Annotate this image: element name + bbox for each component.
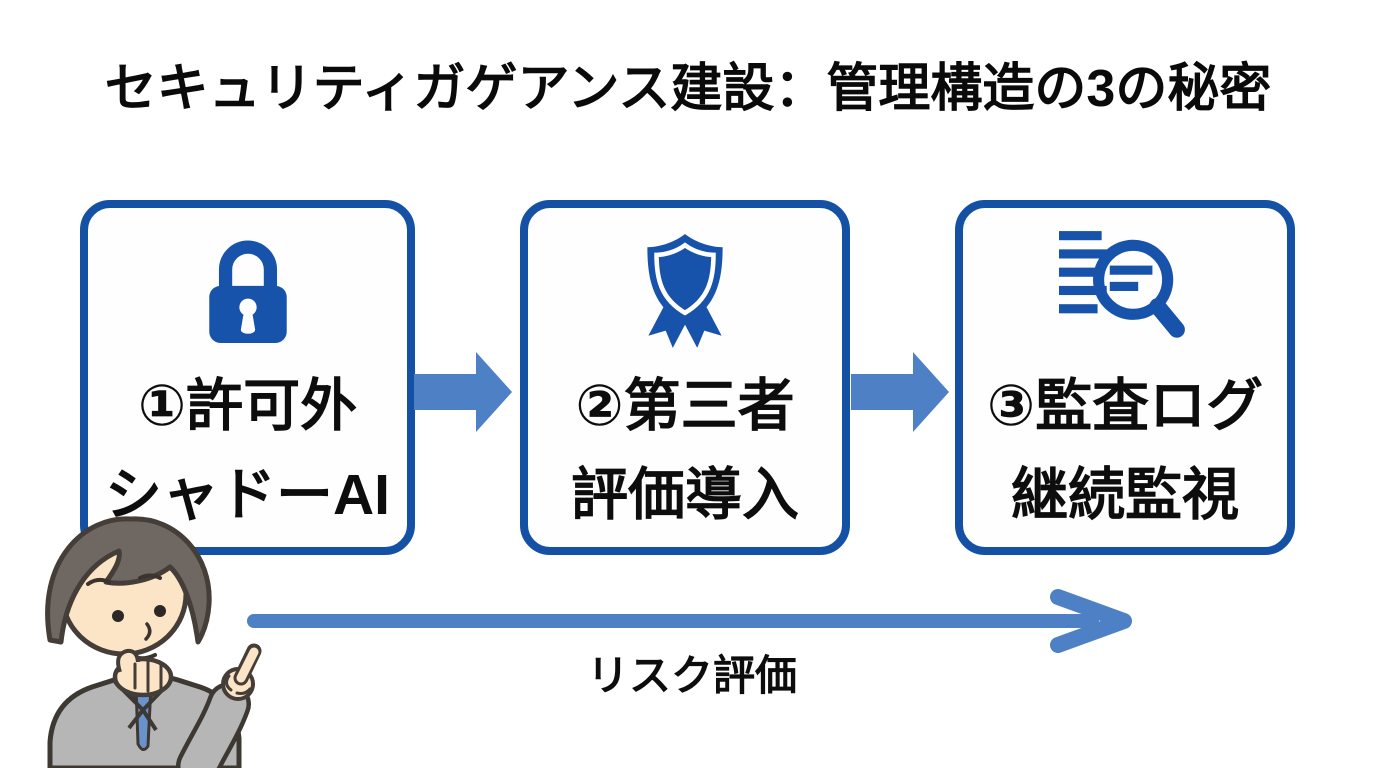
step-2-label: ②第三者 評価導入: [571, 362, 799, 540]
page-title: セキュリティガゲアンス建設：管理構造の3の秘密: [104, 60, 1272, 118]
flow-arrow-1: [414, 352, 512, 432]
step-2-line-2: 評価導入: [571, 462, 799, 527]
step-3-line-2: 継続監視: [1010, 462, 1239, 527]
step-1-label: ①許可外 シャドーAI: [105, 362, 390, 540]
step-2-line-1: ②第三者: [575, 374, 795, 438]
lock-icon: [207, 230, 289, 354]
step-card-2: ②第三者 評価導入: [520, 200, 850, 555]
step-3-line-1: ③監査ログ: [986, 374, 1264, 438]
award-shield-icon: [639, 230, 731, 354]
step-1-line-1: ①許可外: [137, 374, 358, 438]
step-card-3: ③監査ログ 継続監視: [955, 200, 1295, 555]
step-card-1: ①許可外 シャドーAI: [80, 200, 415, 555]
timeline-label: リスク評価: [586, 652, 797, 699]
step-1-line-2: シャドーAI: [105, 462, 390, 527]
timeline-arrow-icon: [247, 589, 1132, 653]
step-3-label: ③監査ログ 継続監視: [987, 362, 1263, 540]
audit-log-search-icon: [1059, 230, 1191, 354]
thinking-businessman-illustration: [45, 516, 262, 768]
flow-arrow-2: [851, 352, 949, 432]
